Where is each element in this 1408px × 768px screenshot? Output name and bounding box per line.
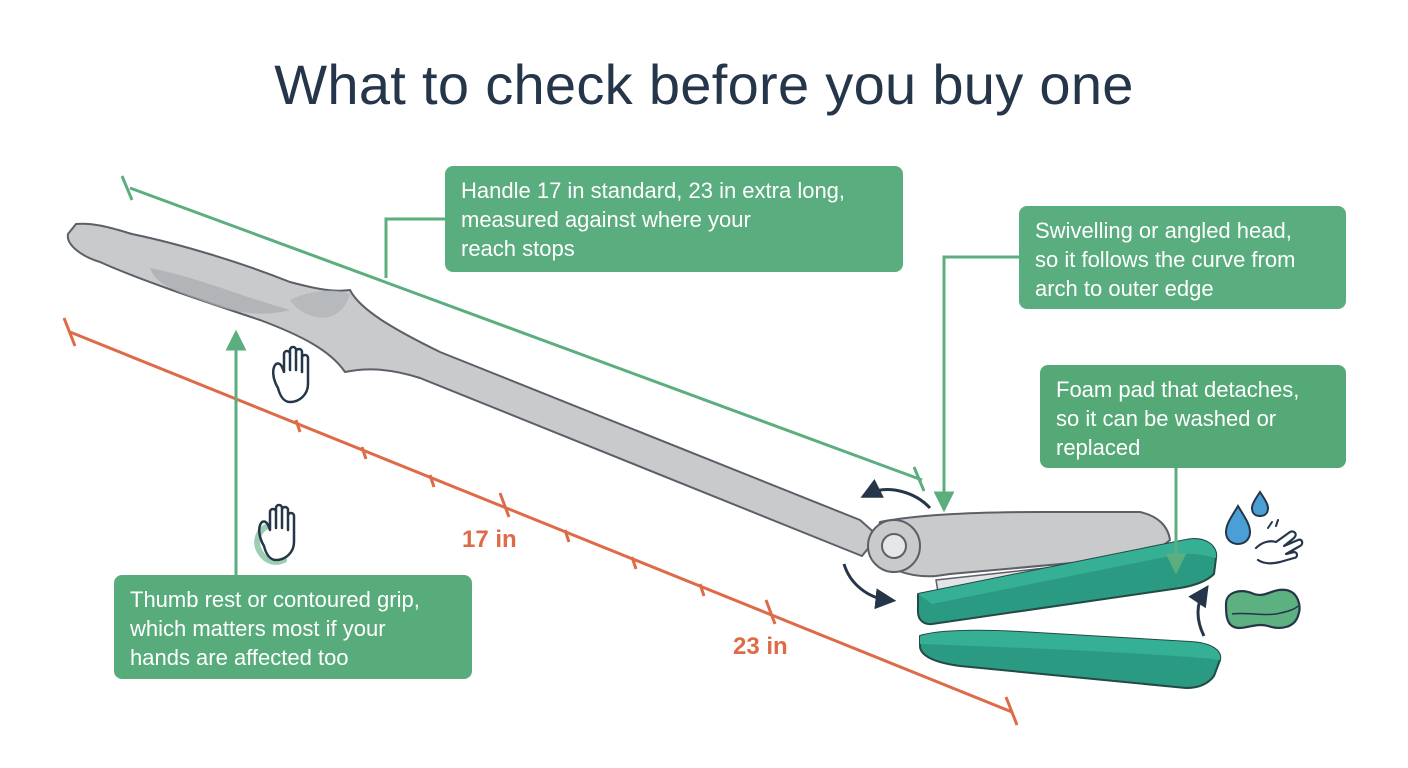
water-drops-icon	[1224, 490, 1270, 546]
ruler-tick	[428, 474, 436, 488]
callout-line: Foam pad that detaches,	[1056, 377, 1300, 402]
ruler-tick	[563, 529, 571, 543]
hand-icon	[272, 345, 310, 404]
callout-line: arch to outer edge	[1035, 276, 1214, 301]
callout-line: reach stops	[461, 236, 575, 261]
handle-length-callout: Handle 17 in standard, 23 in extra long,…	[445, 166, 903, 272]
ruler-tick	[698, 583, 706, 597]
callout-line: Handle 17 in standard, 23 in extra long,	[461, 178, 846, 203]
length-ruler	[62, 317, 1019, 726]
callout-line: measured against where your	[461, 207, 751, 232]
callout-line: hands are affected too	[130, 645, 349, 670]
ruler-label-17-in: 17 in	[462, 526, 517, 553]
reattach-arrow-icon	[1188, 585, 1209, 637]
ruler-tick	[294, 419, 302, 433]
sponge-icon	[1224, 588, 1301, 630]
hand-gesture-icon	[254, 503, 296, 565]
foam-pad-detached	[919, 629, 1222, 689]
ruler-tick-major	[498, 492, 511, 518]
callout-line: which matters most if your	[130, 616, 386, 641]
foam-pad-attached	[917, 538, 1218, 626]
ruler-tick	[630, 556, 638, 570]
ruler-label-23-in: 23 in	[733, 633, 788, 660]
page-title: What to check before you buy one	[274, 53, 1134, 116]
rotate-arrow-icon	[842, 478, 932, 610]
callout-line: replaced	[1056, 435, 1141, 460]
callout-line: Thumb rest or contoured grip,	[130, 587, 420, 612]
callout-line: so it can be washed or	[1056, 406, 1277, 431]
callout-line: so it follows the curve from	[1035, 247, 1296, 272]
angled-head-callout: Swivelling or angled head, so it follows…	[1019, 206, 1346, 309]
handle-dimension-line	[120, 175, 926, 492]
ruler-tick	[360, 446, 368, 460]
callout-line: Swivelling or angled head,	[1035, 218, 1292, 243]
grip-callout: Thumb rest or contoured grip, which matt…	[114, 575, 472, 679]
foam-pad-callout: Foam pad that detaches, so it can be was…	[1040, 365, 1346, 468]
callout-leaders	[225, 217, 1187, 575]
handle	[66, 222, 879, 557]
ruler-tick-major	[764, 599, 777, 625]
washing-hand-icon	[1254, 519, 1304, 565]
